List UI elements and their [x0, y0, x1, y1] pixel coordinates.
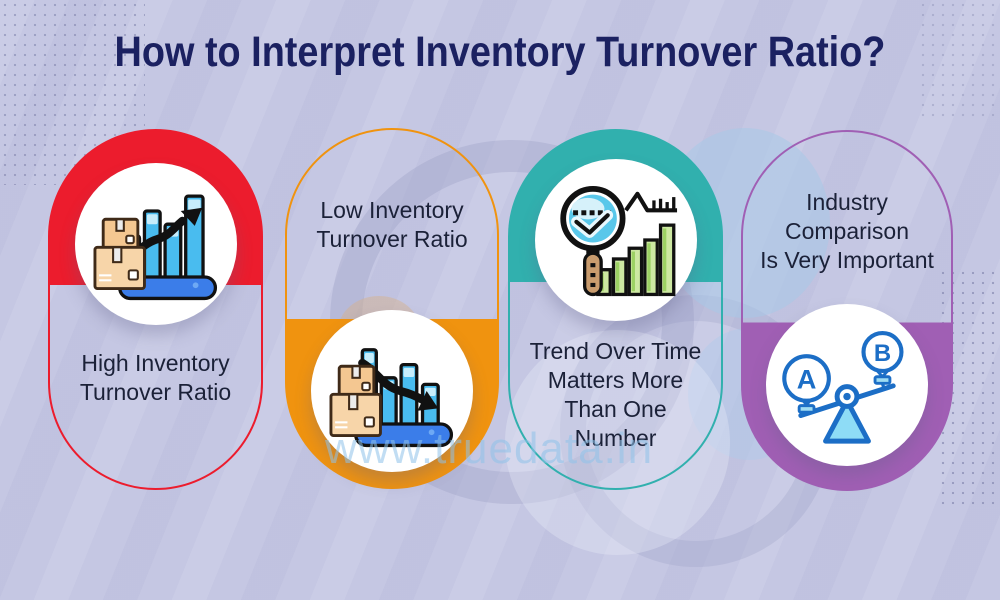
card-low-inventory-turnover: Low Inventory Turnover Ratio	[285, 128, 499, 489]
bulb-b-label: B	[874, 340, 891, 367]
icon-circle	[311, 310, 473, 472]
card-label: Low Inventory Turnover Ratio	[316, 197, 468, 252]
icon-circle: A B	[766, 304, 928, 466]
card-label: Trend Over Time Matters More Than One Nu…	[529, 338, 702, 451]
bulb-a-label: A	[797, 363, 817, 394]
icon-circle	[74, 163, 237, 325]
balance-scale-comparison-icon: A B	[782, 330, 904, 444]
icon-circle	[534, 159, 697, 321]
inventory-rising-bars-icon	[93, 194, 217, 301]
card-high-inventory-turnover: High Inventory Turnover Ratio	[48, 129, 263, 490]
card-industry-comparison: Industry Comparison Is Very Important A …	[741, 130, 953, 491]
card-trend-over-time: Trend Over Time Matters More Than One Nu…	[508, 129, 723, 490]
inventory-falling-bars-icon	[329, 348, 454, 448]
watermark-text: www.truedata.in	[325, 424, 654, 473]
dot-grid-top-right	[918, 0, 1000, 120]
magnifier-trend-chart-icon	[559, 185, 677, 297]
card-label: High Inventory Turnover Ratio	[79, 350, 232, 405]
page-title: How to Interpret Inventory Turnover Rati…	[114, 28, 886, 76]
card-label: Industry Comparison Is Very Important	[760, 189, 934, 273]
